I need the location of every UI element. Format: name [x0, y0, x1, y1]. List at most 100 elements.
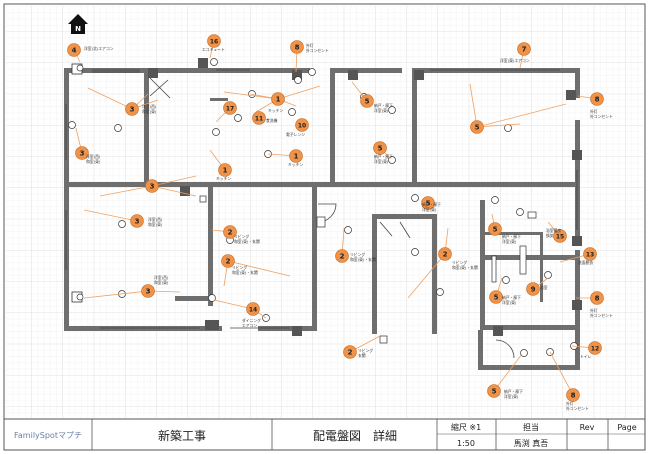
circuit-label: 洋室(西)	[142, 104, 157, 109]
circuit-marker-badge	[438, 247, 452, 261]
circuit-marker-badge	[343, 345, 357, 359]
circuit-number: 5	[378, 145, 383, 153]
circuit-label: 玄関	[358, 353, 366, 358]
circuit-marker-badge	[125, 102, 139, 116]
circuit-number: 1	[276, 96, 281, 104]
circuit-label: 和室(東)・玄関	[232, 270, 258, 275]
circuit-marker-badge	[271, 92, 285, 106]
circuit-label: 納戸・廊下	[374, 154, 393, 159]
circuit-number: 16	[210, 39, 218, 46]
circuit-marker-badge	[252, 111, 266, 125]
circuit-marker-badge	[487, 384, 501, 398]
circuit-marker-badge	[67, 43, 81, 57]
circuit-label: 納戸・廊下	[422, 202, 441, 207]
circuit-label: 洋室(東)	[374, 108, 389, 113]
circuit-marker-badge	[373, 141, 387, 155]
circuit-label: 洋室(東)エアコン	[500, 58, 530, 63]
circuit-label: 外灯	[306, 43, 314, 48]
circuit-marker-badge	[335, 249, 349, 263]
circuit-marker-badge	[588, 341, 602, 355]
circuit-marker-badge	[290, 40, 304, 54]
circuit-label: 納戸・廊下	[374, 103, 393, 108]
circuit-label: 外コンセント	[566, 406, 589, 411]
circuit-marker-badge	[470, 120, 484, 134]
circuit-label: リビング	[358, 348, 373, 353]
circuit-marker: 3	[145, 179, 159, 193]
leader-line	[469, 83, 478, 128]
circuit-number: 8	[295, 44, 300, 52]
circuit-number: 2	[226, 258, 231, 266]
circuit-marker-badge	[517, 42, 531, 56]
circuit-label: 洗面脱衣	[578, 260, 593, 265]
circuit-label: 洋室(東)	[374, 159, 389, 164]
circuit-number: 1	[294, 153, 299, 161]
title-block: FamilySpotマプチ 新築工事 配電盤図 詳細 縮尺 ※1 1:50 担当…	[3, 418, 646, 451]
leader-line	[87, 87, 133, 110]
leader-line	[476, 103, 567, 128]
circuit-label: 食洗機	[266, 118, 278, 123]
circuit-marker-badge	[218, 163, 232, 177]
circuit-label: リビング	[452, 260, 467, 265]
walls	[64, 58, 582, 370]
circuit-marker: 3 洋室(西)和室(東)	[130, 214, 163, 228]
circuit-label: 納戸・廊下	[502, 234, 521, 239]
circuit-label: 浴室	[540, 285, 548, 290]
circuit-label: エアコン	[242, 323, 257, 328]
circuit-label: 外コンセント	[306, 48, 329, 53]
circuit-number: 5	[426, 200, 431, 208]
leader-line	[223, 91, 279, 100]
circuit-number: 4	[72, 47, 77, 55]
circuit-label: リビング	[350, 252, 365, 257]
person-label: 担当	[523, 422, 539, 432]
circuit-label: 和室(東)・玄関	[350, 257, 376, 262]
circuit-marker: 7洋室(東)エアコン	[500, 42, 531, 63]
circuit-label: 和室(東)	[148, 222, 163, 227]
circuit-number: 12	[591, 346, 599, 353]
circuit-number: 2	[443, 251, 448, 259]
scale-label: 縮尺 ※1	[451, 422, 481, 432]
circuit-label: 洋室(東)	[422, 207, 437, 212]
circuit-number: 3	[135, 218, 140, 226]
leader-line	[549, 351, 574, 396]
circuit-label: 外灯	[590, 308, 598, 313]
circuit-marker-badge	[488, 222, 502, 236]
circuit-marker-badge	[75, 146, 89, 160]
circuit-label: リビング	[232, 265, 247, 270]
circuit-number: 14	[249, 307, 257, 314]
circuit-number: 5	[475, 124, 480, 132]
north-compass-icon: N	[68, 14, 88, 34]
circuit-label: ダイニング	[242, 318, 261, 323]
circuit-label: 洋室(西)	[148, 217, 163, 222]
circuit-marker-badge	[583, 247, 597, 261]
circuit-label: 外コンセント	[590, 313, 613, 318]
circuit-number: 2	[228, 229, 233, 237]
circuit-label: キッチン	[268, 108, 283, 113]
scale-value: 1:50	[457, 439, 475, 448]
circuit-label: 和室(東)	[142, 109, 157, 114]
circuit-number: 3	[80, 150, 85, 158]
circuit-label: 洋室(西)	[154, 275, 169, 280]
drawing-title: 配電盤図 詳細	[313, 428, 397, 443]
circuit-marker-badge	[221, 254, 235, 268]
circuit-marker-badge	[145, 179, 159, 193]
circuit-marker-badge	[141, 284, 155, 298]
circuit-label: 換気	[546, 233, 554, 238]
circuit-label: トイレ	[580, 354, 592, 359]
